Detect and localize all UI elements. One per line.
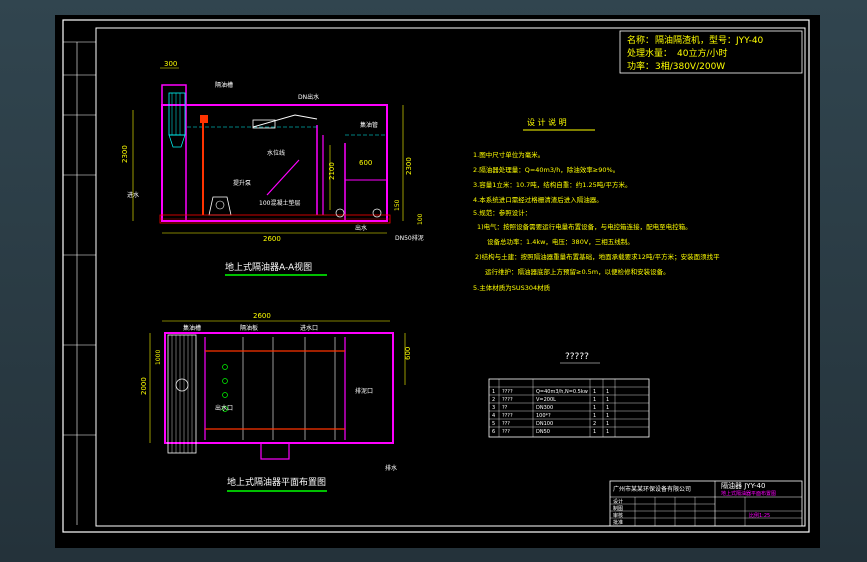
parts-cell: ??? <box>502 421 510 427</box>
section-caption: 地上式隔油器A-A视图 <box>225 261 312 273</box>
plan-view: 2600 集油槽 隔油板 进水口 <box>140 312 412 492</box>
note-item-9: 5.主体材质为SUS304材质 <box>473 283 551 292</box>
plan-label-5: 排水 <box>385 464 397 472</box>
section-dim-inner: 2100 <box>328 162 336 180</box>
parts-cell: 1 <box>606 405 609 411</box>
parts-cell: 1 <box>593 397 596 403</box>
notes-heading: 设 计 说 明 <box>527 117 567 127</box>
parts-cell: 1 <box>492 389 495 395</box>
section-dim-height-left: 2300 <box>121 145 129 163</box>
plan-dim-left: 2000 <box>140 377 148 395</box>
note-item-3: 4.本系统进口需经过格栅清渣后进入隔油器。 <box>473 195 603 204</box>
parts-cell: DN100 <box>536 421 553 427</box>
parts-cell: 1 <box>593 389 596 395</box>
section-label-1: 隔油槽 <box>215 81 233 89</box>
note-item-8: 运行维护：隔油器底部上方预留≥0.5m，以便检修和安装设备。 <box>485 267 670 276</box>
plan-dim-left-inner: 1000 <box>155 350 162 365</box>
section-dim-bottom: 2600 <box>263 235 281 243</box>
parts-cell: ???? <box>502 413 513 419</box>
spec-capacity-label: 处理水量： <box>627 47 672 59</box>
plan-label-4: 排泥口 <box>355 387 373 395</box>
section-view: 300 <box>121 60 424 276</box>
title-company: 广州市某某环保设备有限公司 <box>613 485 691 493</box>
parts-cell: 2 <box>492 397 495 403</box>
spec-power-value: 3相/380V/200W <box>655 60 725 72</box>
parts-cell: 1 <box>593 429 596 435</box>
parts-cell: 6 <box>492 429 495 435</box>
note-item-0: 1.图中尺寸单位为毫米。 <box>473 150 544 159</box>
section-label-5: 出水 <box>355 224 367 232</box>
parts-cell: 4 <box>492 413 495 419</box>
spec-name-value: 隔油隔渣机，型号：JYY-40 <box>655 34 764 46</box>
parts-rows: 1???? Q=40m3/h,N=0.5kw 1 1 2???? V=200L 1 1 3?? D… <box>492 389 609 435</box>
plan-label-2: 进水口 <box>300 324 318 332</box>
plan-label-1: 隔油板 <box>240 324 258 332</box>
plan-label-0: 集油槽 <box>183 324 201 332</box>
title-row-0: 设计 <box>613 498 623 505</box>
parts-cell: 100*? <box>536 413 551 419</box>
parts-cell: 5 <box>492 421 495 427</box>
note-item-2: 3.容量1立米：10.7吨，结构自重：约1.25吨/平方米。 <box>473 180 631 189</box>
section-label-8: 水位线 <box>267 149 285 157</box>
parts-cell: DN300 <box>536 405 553 411</box>
title-subtitle: 地上式隔油器平面布置图 <box>721 490 776 497</box>
spec-capacity-value: 40立方/小时 <box>677 47 728 59</box>
inner-frame <box>95 27 806 527</box>
design-notes: 设 计 说 明 1.图中尺寸单位为毫米。 2.隔油器处理量：Q=40m3/h，除… <box>473 117 720 292</box>
note-item-4: 5.规范：参照设计： <box>473 208 531 217</box>
drawing-title-block: 广州市某某环保设备有限公司 隔油器 JYY-40 地上式隔油器平面布置图 设计 … <box>609 480 803 527</box>
section-dim-top: 300 <box>164 60 177 68</box>
plan-caption: 地上式隔油器平面布置图 <box>227 476 326 488</box>
parts-cell: 2 <box>593 421 596 427</box>
section-dim-small: 150 <box>394 199 401 211</box>
note-item-5: 1)电气：按照设备需要运行电量布置设备，与电控箱连接，配电至电控箱。 <box>477 222 692 231</box>
parts-cell: 1 <box>606 429 609 435</box>
parts-cell: 1 <box>593 413 596 419</box>
parts-cell: V=200L <box>536 397 556 403</box>
section-dim-base: 100 <box>417 213 424 225</box>
plan-dim-top: 2600 <box>253 312 271 320</box>
parts-cell: ???? <box>502 389 513 395</box>
title-row-3: 批准 <box>613 519 623 526</box>
parts-cell: 1 <box>606 413 609 419</box>
parts-cell: 1 <box>606 421 609 427</box>
parts-cell: 1 <box>593 405 596 411</box>
cad-drawing: 名称： 隔油隔渣机，型号：JYY-40 处理水量： 40立方/小时 功率： 3相… <box>62 19 810 533</box>
parts-cell: ???? <box>502 397 513 403</box>
parts-cell: Q=40m3/h,N=0.5kw <box>536 389 588 395</box>
title-row-1: 制图 <box>613 505 623 512</box>
section-label-3: 提升泵 <box>233 179 251 187</box>
note-item-7: 2)结构与土建：按照隔油器重量布置基础，地面承载要求12吨/平方米；安装面须找平 <box>475 252 720 261</box>
section-label-6: DN50排泥 <box>395 234 424 242</box>
plan-dim-right: 600 <box>404 347 412 360</box>
note-item-6: 设备总功率：1.4kw，电压：380V，三相五线制。 <box>487 237 634 246</box>
drawing-sheet: 名称： 隔油隔渣机，型号：JYY-40 处理水量： 40立方/小时 功率： 3相… <box>55 15 820 548</box>
parts-cell: 3 <box>492 405 495 411</box>
parts-cell: DN50 <box>536 429 550 435</box>
parts-cell: ??? <box>502 429 510 435</box>
screen-basket-housing <box>161 84 187 222</box>
title-drawing-name: 隔油器 JYY-40 <box>721 481 765 490</box>
parts-table: ????? 1???? Q=40m3/h,N=0.5kw 1 1 2???? V=200L… <box>488 352 650 438</box>
parts-cell: 1 <box>606 397 609 403</box>
parts-table-title: ????? <box>565 352 589 362</box>
outer-frame <box>62 19 810 533</box>
spec-power-label: 功率： <box>627 60 654 72</box>
section-label-2: 集油管 <box>360 121 378 129</box>
spec-box: 名称： 隔油隔渣机，型号：JYY-40 处理水量： 40立方/小时 功率： 3相… <box>619 30 803 74</box>
title-row-2: 审核 <box>613 512 623 519</box>
section-label-7: 100混凝土垫层 <box>259 199 300 207</box>
section-dim-height-right: 2300 <box>405 157 413 175</box>
title-stamp: 比例1:25 <box>749 512 770 519</box>
section-dim-outlet: 600 <box>359 159 372 167</box>
plan-label-3: 出水口 <box>215 404 233 412</box>
parts-cell: ?? <box>502 405 508 411</box>
parts-cell: 1 <box>606 389 609 395</box>
spec-name-label: 名称： <box>627 34 654 46</box>
note-item-1: 2.隔油器处理量：Q=40m3/h，除油效率≥90%。 <box>473 165 619 174</box>
section-label-4: 进水 <box>127 191 139 199</box>
section-label-0: DN出水 <box>298 93 319 101</box>
